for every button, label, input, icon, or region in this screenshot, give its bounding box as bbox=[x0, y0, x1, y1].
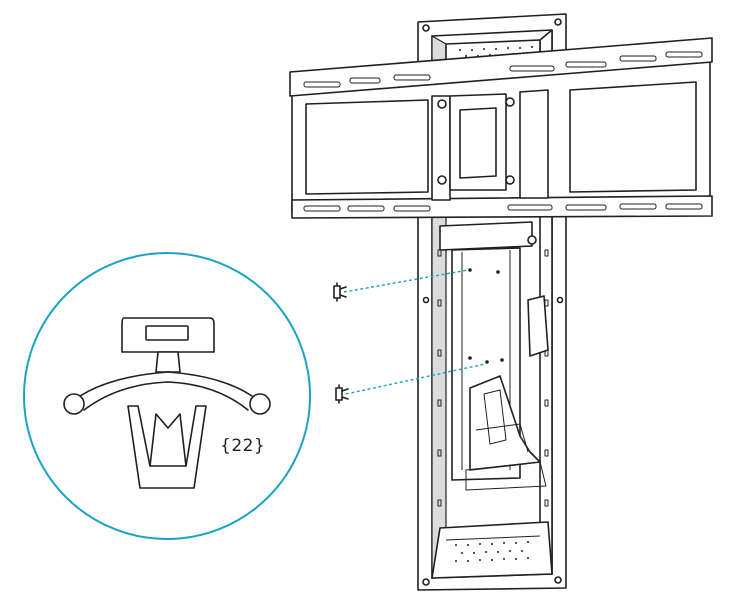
bracket-screw bbox=[505, 97, 515, 107]
flange-hole bbox=[556, 296, 564, 304]
latch-brace bbox=[475, 423, 529, 453]
carriage-base bbox=[465, 461, 547, 491]
center-lock-block bbox=[449, 93, 507, 191]
clip-wing-tip-right bbox=[249, 393, 271, 415]
pilot-hole bbox=[485, 360, 489, 364]
bracket-right-window bbox=[569, 81, 697, 193]
clip-wing-right-inner bbox=[167, 381, 249, 411]
cable-clips-guides bbox=[333, 269, 486, 404]
pilot-hole bbox=[468, 356, 472, 360]
part-number-label: {22} bbox=[220, 436, 266, 456]
pilot-hole bbox=[468, 268, 472, 272]
flange-hole bbox=[422, 578, 430, 586]
pilot-hole bbox=[496, 270, 500, 274]
bracket-screw bbox=[437, 99, 447, 109]
top-rail-slots bbox=[303, 51, 703, 88]
clip-anchor bbox=[127, 405, 207, 489]
slide-carriage bbox=[439, 221, 549, 491]
callout-detail bbox=[23, 252, 311, 540]
cable-clip-icon bbox=[335, 384, 349, 404]
callout-circle bbox=[23, 252, 311, 540]
clip-head-slot bbox=[145, 325, 189, 341]
wall-slot-holes bbox=[437, 249, 549, 507]
bracket-top-rail bbox=[289, 37, 713, 97]
flange-hole bbox=[422, 24, 430, 32]
pilot-hole bbox=[500, 358, 504, 362]
bracket-post-right bbox=[519, 89, 549, 199]
bottom-tray-edge bbox=[445, 535, 541, 541]
guide-line bbox=[345, 363, 486, 395]
clip-head bbox=[121, 317, 215, 353]
tv-bracket bbox=[289, 37, 713, 219]
bracket-bottom-rail bbox=[291, 195, 713, 219]
clip-wing-tip-left bbox=[63, 393, 85, 415]
guide-line bbox=[343, 269, 469, 293]
cable-clip-icon bbox=[333, 282, 347, 302]
bracket-screw bbox=[505, 175, 515, 185]
lock-window bbox=[459, 107, 497, 179]
bracket-screw bbox=[437, 175, 447, 185]
clip-neck bbox=[155, 351, 181, 373]
latch-plate bbox=[483, 389, 507, 445]
bracket-post-left bbox=[431, 95, 451, 201]
clip-wing-left bbox=[79, 371, 169, 397]
hinge-arm bbox=[527, 295, 549, 357]
carriage-knob bbox=[527, 235, 537, 245]
carriage-top-block bbox=[439, 221, 533, 251]
flange-hole bbox=[554, 576, 562, 584]
clip-anchor-barb bbox=[149, 413, 187, 467]
clip-wing-left-inner bbox=[83, 381, 169, 411]
bottom-tray bbox=[431, 521, 553, 579]
bracket-left-window bbox=[305, 99, 429, 195]
flange-hole bbox=[422, 296, 430, 304]
clip-wing-right bbox=[167, 371, 253, 397]
bottom-rail-slots bbox=[303, 203, 703, 212]
flange-hole bbox=[554, 18, 562, 26]
